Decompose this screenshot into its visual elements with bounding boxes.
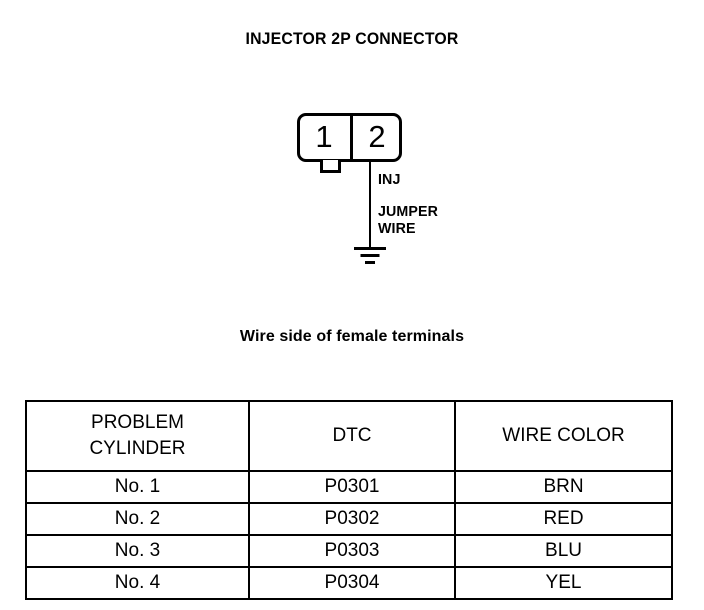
header-problem-cylinder: PROBLEM CYLINDER	[25, 400, 250, 472]
header-dtc-line1: DTC	[332, 425, 372, 446]
header-problem-cylinder-line2: CYLINDER	[89, 438, 186, 459]
cell-dtc: P0303	[248, 534, 456, 568]
connector-pin-divider	[350, 113, 353, 162]
cell-dtc: P0302	[248, 502, 456, 536]
connector-pin-2-number: 2	[368, 119, 386, 154]
connector-pin-1-number: 1	[315, 119, 333, 154]
header-wire-color: WIRE COLOR	[454, 400, 673, 472]
cell-wire-color: BLU	[454, 534, 673, 568]
cell-cylinder: No. 1	[25, 470, 250, 504]
ground-symbol-icon	[340, 247, 400, 269]
ground-bar-bottom	[365, 261, 375, 264]
cell-dtc: P0304	[248, 566, 456, 600]
cell-wire-color: BRN	[454, 470, 673, 504]
header-dtc: DTC	[248, 400, 456, 472]
jumper-label: JUMPER	[378, 203, 438, 220]
table-header-row: PROBLEM CYLINDER DTC WIRE COLOR	[25, 400, 673, 472]
cell-cylinder: No. 2	[25, 502, 250, 536]
table-row: No. 4 P0304 YEL	[25, 566, 673, 600]
cell-cylinder: No. 4	[25, 566, 250, 600]
connector-body-outline	[297, 113, 402, 162]
cell-dtc: P0301	[248, 470, 456, 504]
wire-label: WIRE	[378, 220, 416, 237]
ground-bar-middle	[360, 254, 380, 257]
injector-connector-diagram: 1 2 INJ JUMPER WIRE	[0, 0, 704, 290]
table-row: No. 2 P0302 RED	[25, 502, 673, 536]
cell-cylinder: No. 3	[25, 534, 250, 568]
cell-wire-color: YEL	[454, 566, 673, 600]
table-row: No. 3 P0303 BLU	[25, 534, 673, 568]
header-wire-color-line1: WIRE COLOR	[502, 425, 625, 446]
page-title: INJECTOR 2P CONNECTOR	[245, 29, 459, 48]
inj-label: INJ	[378, 171, 401, 188]
diagram-caption: Wire side of female terminals	[239, 328, 465, 345]
ground-bar-top	[354, 247, 386, 250]
header-problem-cylinder-line1: PROBLEM	[91, 412, 184, 433]
dtc-wire-color-table: PROBLEM CYLINDER DTC WIRE COLOR No. 1 P0…	[25, 400, 673, 600]
jumper-wire-line-icon	[369, 161, 371, 249]
connector-locking-tab	[320, 160, 341, 173]
table-row: No. 1 P0301 BRN	[25, 470, 673, 504]
cell-wire-color: RED	[454, 502, 673, 536]
